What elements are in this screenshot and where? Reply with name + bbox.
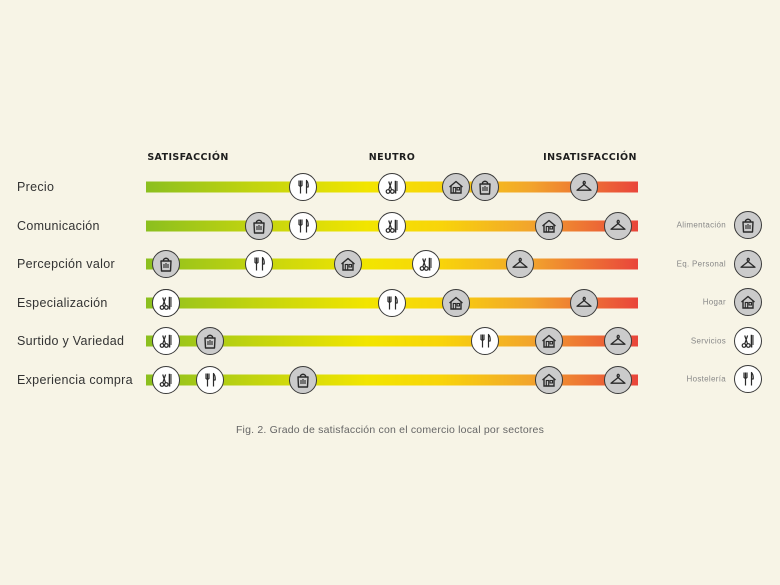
legend-label: Eq. Personal — [676, 259, 726, 269]
scissors-comb-marker — [378, 211, 406, 240]
fork-knife-marker — [471, 327, 500, 356]
fork-knife-marker — [289, 173, 318, 201]
scissors-comb-icon — [159, 296, 172, 310]
hanger-icon — [610, 373, 626, 384]
hanger-icon — [740, 257, 756, 268]
house-icon — [449, 296, 463, 310]
legend-label: Servicios — [690, 336, 726, 346]
fork-knife-marker — [195, 366, 224, 394]
scissors-comb-icon — [385, 180, 398, 194]
legend-house-marker — [734, 288, 762, 317]
scissors-comb-marker — [151, 366, 180, 394]
row-label: Comunicación — [17, 218, 100, 233]
row-label: Precio — [17, 180, 55, 194]
shopping-bag-marker — [195, 327, 224, 356]
house-marker — [535, 211, 564, 240]
hanger-icon — [512, 257, 528, 269]
house-icon — [340, 257, 355, 271]
fork-knife-icon — [205, 372, 216, 387]
shopping-bag-icon — [479, 180, 492, 195]
hanger-marker — [569, 173, 598, 201]
shopping-bag-icon — [159, 257, 172, 272]
hanger-icon — [576, 296, 592, 307]
hanger-marker — [604, 211, 633, 240]
shopping-bag-icon — [253, 219, 265, 234]
legend-hanger-marker — [734, 249, 762, 278]
house-marker — [441, 288, 470, 317]
house-icon — [542, 219, 557, 233]
house-marker — [535, 327, 564, 356]
house-icon — [449, 180, 463, 194]
shopping-bag-marker — [151, 250, 180, 279]
scissors-comb-icon — [159, 335, 172, 349]
scissors-comb-marker — [412, 250, 441, 279]
shopping-bag-icon — [297, 373, 310, 388]
hanger-marker — [569, 288, 598, 317]
hanger-icon — [610, 335, 626, 346]
house-marker — [333, 250, 362, 279]
scissors-comb-marker — [151, 327, 180, 356]
fork-knife-icon — [298, 218, 310, 233]
row-label: Experiencia compra — [17, 373, 133, 387]
figure-caption: Fig. 2. Grado de satisfacción con el com… — [235, 424, 545, 436]
row-label: Especialización — [17, 295, 108, 310]
hanger-icon — [576, 180, 592, 191]
fork-knife-icon — [298, 179, 310, 194]
house-icon — [542, 335, 557, 349]
scissors-comb-marker — [151, 288, 180, 317]
row-label: Surtido y Variedad — [17, 334, 125, 349]
fork-knife-icon — [743, 372, 754, 386]
house-marker — [535, 366, 564, 394]
legend-label: Hogar — [702, 297, 726, 307]
satisfaction-track — [146, 374, 638, 386]
satisfaction-track — [146, 258, 638, 270]
fork-knife-marker — [245, 250, 274, 279]
scissors-comb-icon — [159, 373, 172, 387]
shopping-bag-marker — [289, 366, 318, 394]
scissors-comb-icon — [385, 219, 398, 233]
satisfaction-track — [146, 335, 638, 347]
hanger-marker — [505, 250, 534, 279]
fork-knife-icon — [480, 334, 492, 348]
row-label: Percepción valor — [17, 257, 115, 272]
shopping-bag-icon — [204, 334, 216, 350]
hanger-marker — [604, 366, 633, 394]
house-icon — [542, 373, 557, 387]
hanger-marker — [604, 327, 633, 356]
scissors-comb-marker — [378, 173, 406, 201]
shopping-bag-marker — [471, 173, 500, 201]
fork-knife-icon — [387, 295, 398, 310]
scissors-comb-icon — [741, 334, 754, 348]
hanger-icon — [610, 219, 626, 230]
shopping-bag-icon — [742, 218, 754, 233]
scissors-comb-icon — [420, 257, 433, 272]
legend-shopping-bag-marker — [734, 211, 762, 239]
fork-knife-icon — [254, 257, 265, 271]
scale-label-dissatisfaction: INSATISFACCIÓN — [543, 152, 637, 163]
house-marker — [441, 173, 470, 201]
legend-label: Hostelería — [686, 374, 726, 384]
legend-label: Alimentación — [676, 220, 726, 230]
shopping-bag-marker — [245, 211, 274, 240]
scale-label-neutral: NEUTRO — [368, 152, 416, 163]
fork-knife-marker — [378, 288, 406, 317]
house-icon — [741, 295, 755, 309]
scale-label-satisfaction: SATISFACCIÓN — [147, 152, 229, 163]
legend-fork-knife-marker — [734, 365, 762, 394]
legend-scissors-comb-marker — [734, 326, 762, 355]
fork-knife-marker — [289, 211, 318, 240]
